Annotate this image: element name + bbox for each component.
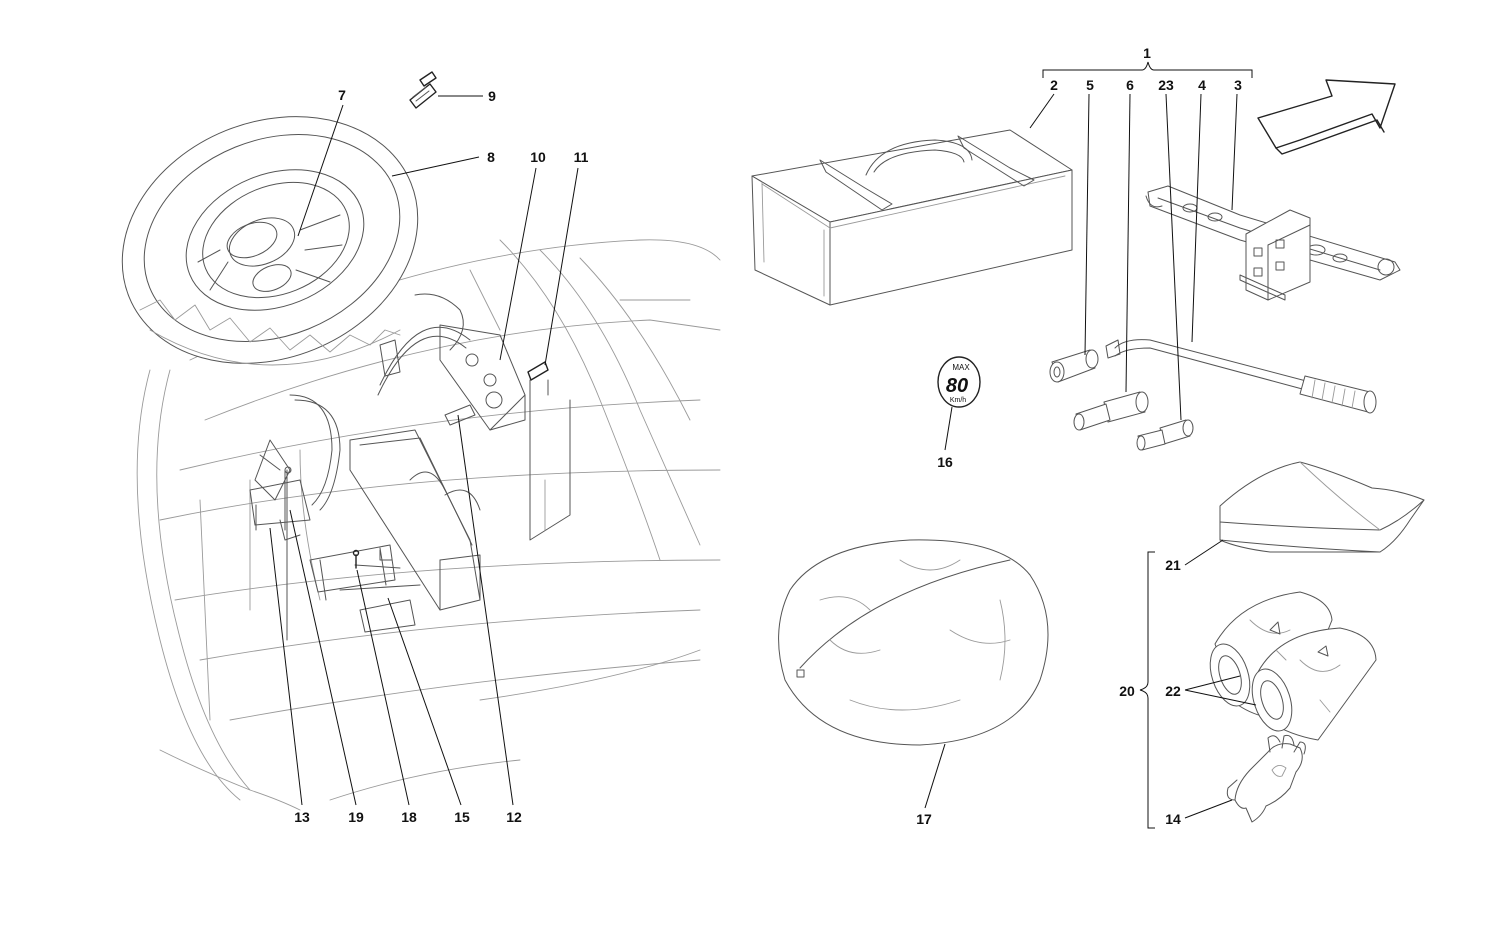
group-bracket-20 <box>1139 551 1155 829</box>
wheel-brace <box>1105 339 1377 414</box>
callout-14: 14 <box>1165 811 1181 827</box>
rolled-covers <box>1209 591 1377 741</box>
leader-lines-left <box>269 95 579 806</box>
callout-4: 4 <box>1198 77 1206 93</box>
callout-10: 10 <box>530 149 546 165</box>
glove <box>1226 734 1306 823</box>
callout-2: 2 <box>1050 77 1058 93</box>
tool-bag-in-trunk <box>349 429 481 611</box>
folded-cloth <box>1219 461 1425 553</box>
callout-21: 21 <box>1165 557 1181 573</box>
callout-labels: 7 9 8 10 11 13 19 18 15 12 1 2 5 6 23 4 … <box>294 45 1242 827</box>
callout-16: 16 <box>937 454 953 470</box>
callout-11: 11 <box>574 149 589 165</box>
callout-23: 23 <box>1158 77 1174 93</box>
callout-5: 5 <box>1086 77 1094 93</box>
callout-20: 20 <box>1119 683 1135 699</box>
speed-limit-badge: MAX 80 Km/h <box>937 356 981 408</box>
wheel-cover-bag <box>778 539 1049 746</box>
callout-7: 7 <box>338 87 346 103</box>
tool-bag <box>751 129 1073 306</box>
callout-1: 1 <box>1143 45 1151 61</box>
callout-19: 19 <box>348 809 364 825</box>
badge-max-text: MAX <box>952 363 970 372</box>
badge-unit-text: Km/h <box>950 397 966 404</box>
callout-15: 15 <box>454 809 470 825</box>
callout-12: 12 <box>506 809 522 825</box>
fixing-straps <box>249 293 549 541</box>
callout-13: 13 <box>294 809 310 825</box>
badge-speed-value: 80 <box>946 375 968 397</box>
callout-8: 8 <box>487 149 495 165</box>
callout-22: 22 <box>1165 683 1181 699</box>
socket-23 <box>1136 419 1194 451</box>
callout-18: 18 <box>401 809 417 825</box>
leader-lines-right <box>924 93 1257 819</box>
scissor-jack <box>1145 185 1401 301</box>
callout-6: 6 <box>1126 77 1134 93</box>
fixing-markers <box>255 379 571 641</box>
callout-3: 3 <box>1234 77 1242 93</box>
callout-17: 17 <box>916 811 932 827</box>
socket-5 <box>1049 349 1099 383</box>
valve-part <box>409 71 437 109</box>
group-bracket-1 <box>1042 61 1253 78</box>
jack-bracket <box>309 544 421 633</box>
callout-9: 9 <box>488 88 496 104</box>
spare-wheel <box>121 116 419 366</box>
socket-6 <box>1073 391 1149 431</box>
direction-arrow <box>1257 79 1396 155</box>
